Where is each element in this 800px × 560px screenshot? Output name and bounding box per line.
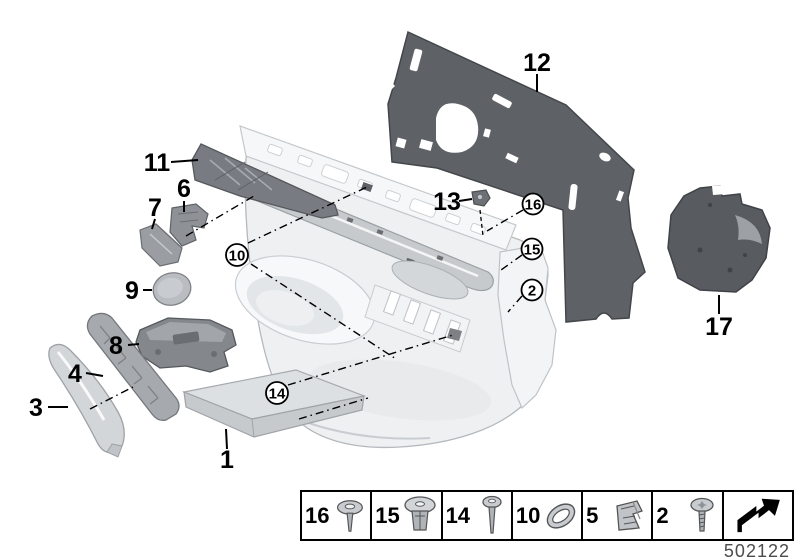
part-9-cover-cap — [152, 272, 192, 306]
legend-cell-continue[interactable] — [724, 492, 792, 539]
legend-label-5: 5 — [586, 502, 599, 528]
part-6-bracket — [169, 203, 209, 247]
legend-cell-16[interactable]: 16 — [302, 492, 373, 539]
callout-2-circled[interactable]: 2 — [520, 278, 544, 302]
callout-9[interactable]: 9 — [125, 277, 139, 305]
pin-screw-icon — [482, 495, 502, 534]
callout-13[interactable]: 13 — [433, 188, 461, 216]
drawing-number: 502122 — [723, 541, 790, 560]
legend-cell-14[interactable]: 14 — [443, 492, 513, 539]
continue-arrow-icon — [737, 498, 780, 532]
legend-label-14: 14 — [445, 502, 471, 528]
svg-text:10: 10 — [229, 247, 246, 264]
armrest-mount-slot — [447, 328, 462, 341]
callout-10-circled[interactable]: 10 — [225, 243, 249, 267]
callout-6[interactable]: 6 — [177, 175, 191, 203]
insulation-cutout-large — [436, 103, 479, 153]
part-17-speaker-enclosure — [667, 185, 771, 293]
callout-4[interactable]: 4 — [68, 360, 82, 388]
legend-cell-5[interactable]: 5 — [583, 492, 654, 539]
legend-cell-2[interactable]: 2 — [653, 492, 724, 539]
callout-17[interactable]: 17 — [705, 313, 733, 341]
legend-label-2: 2 — [656, 502, 669, 528]
legend-label-15: 15 — [375, 502, 400, 528]
callout-12[interactable]: 12 — [523, 49, 551, 77]
window-rail-carrier — [239, 125, 517, 251]
callout-8[interactable]: 8 — [109, 332, 123, 360]
legend-label-16: 16 — [305, 502, 330, 528]
svg-text:2: 2 — [528, 282, 536, 299]
self-tapping-screw-icon — [690, 497, 714, 532]
oval-grommet-icon — [547, 502, 576, 529]
part-7-cover-bracket — [139, 223, 183, 267]
legend-label-10: 10 — [515, 502, 541, 528]
callout-11[interactable]: 11 — [144, 149, 171, 177]
fastener-legend-table: 16 15 14 10 5 — [300, 490, 794, 541]
legend-cell-10[interactable]: 10 — [513, 492, 584, 539]
svg-text:16: 16 — [525, 196, 542, 213]
part-13-clip — [471, 189, 491, 237]
sheet-metal-clip-icon — [616, 499, 644, 531]
leader-lines — [48, 74, 720, 450]
part-12-sound-insulation-panel — [387, 30, 646, 323]
trim-clip-mid — [361, 182, 373, 192]
part-8-door-pull-carrier — [135, 317, 237, 373]
expansion-rivet-icon — [404, 495, 436, 531]
callout-7[interactable]: 7 — [148, 194, 162, 222]
svg-text:14: 14 — [269, 385, 286, 402]
part-3-handle-trim — [48, 343, 125, 458]
callout-14-circled[interactable]: 14 — [265, 381, 289, 405]
callout-16-circled[interactable]: 16 — [521, 192, 545, 216]
legend-cell-15[interactable]: 15 — [372, 492, 443, 539]
assembly-reference-lines — [89, 186, 524, 420]
svg-text:15: 15 — [524, 241, 541, 258]
part-4-handle-carrier — [86, 312, 180, 422]
part-11-window-slot-trim — [191, 143, 339, 219]
clip-13-install-line — [479, 209, 484, 237]
callout-15-circled[interactable]: 15 — [520, 237, 544, 261]
callout-1[interactable]: 1 — [220, 446, 234, 474]
push-rivet-icon — [337, 499, 364, 532]
callout-3[interactable]: 3 — [29, 394, 43, 422]
